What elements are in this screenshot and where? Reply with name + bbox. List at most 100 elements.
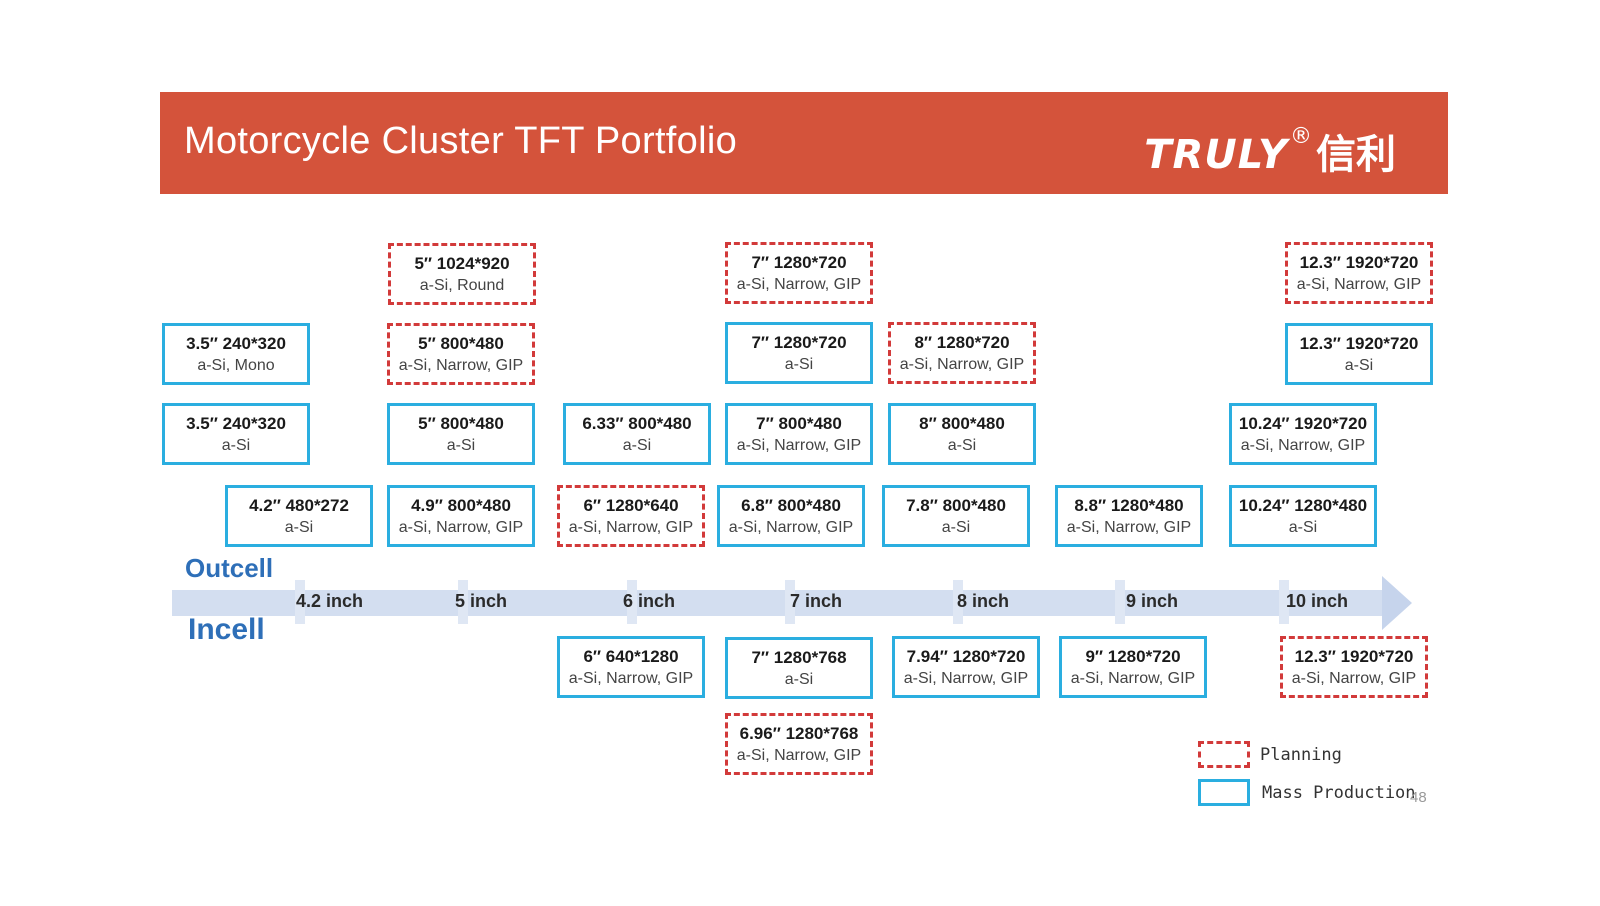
panel-size: 4.9″ 800*480 — [411, 496, 511, 515]
panel-spec: a-Si, Narrow, GIP — [1296, 276, 1422, 293]
axis-label: 5 inch — [455, 591, 508, 611]
panel-size: 6.8″ 800*480 — [741, 496, 841, 515]
panel-size: 5″ 1024*920 — [414, 254, 510, 273]
axis-tick — [458, 580, 468, 624]
panel-spec: a-Si, Round — [419, 277, 505, 294]
panel-spec: a-Si — [1288, 519, 1318, 536]
panel-box: 6.8″ 800*480 a-Si, Narrow, GIP — [717, 485, 865, 547]
panel-box: 7.94″ 1280*720 a-Si, Narrow, GIP — [892, 636, 1040, 698]
axis-label: 8 inch — [957, 591, 1010, 611]
panel-box: 6.33″ 800*480 a-Si — [563, 403, 711, 465]
panel-spec: a-Si, Narrow, GIP — [736, 747, 862, 764]
axis-tick — [785, 580, 795, 624]
panel-size: 6.33″ 800*480 — [582, 414, 692, 433]
legend-mass-label: Mass Production — [1262, 783, 1416, 803]
axis-tick — [1279, 580, 1289, 624]
panel-size: 10.24″ 1280*480 — [1238, 496, 1368, 515]
panel-size: 6.96″ 1280*768 — [739, 724, 859, 743]
brand-chinese-name: 信利 — [1316, 132, 1396, 178]
outcell-section-label: Outcell — [185, 553, 274, 583]
panel-spec: a-Si, Narrow, GIP — [903, 670, 1029, 687]
panel-size: 5″ 800*480 — [418, 414, 504, 433]
axis-tick — [627, 580, 637, 624]
panel-spec: a-Si, Narrow, GIP — [899, 356, 1025, 373]
axis-bar — [172, 590, 1382, 616]
panel-box: 7″ 1280*720 a-Si — [725, 322, 873, 384]
panel-size: 12.3″ 1920*720 — [1299, 334, 1419, 353]
panel-box: 6″ 640*1280 a-Si, Narrow, GIP — [557, 636, 705, 698]
panel-spec: a-Si, Narrow, GIP — [1291, 670, 1417, 687]
panel-box: 5″ 800*480 a-Si, Narrow, GIP — [387, 323, 535, 385]
incell-section-label: Incell — [188, 613, 265, 646]
panel-box: 7″ 1280*720 a-Si, Narrow, GIP — [725, 242, 873, 304]
panel-spec: a-Si — [284, 519, 314, 536]
panel-box: 6.96″ 1280*768 a-Si, Narrow, GIP — [725, 713, 873, 775]
axis-tick — [295, 580, 305, 624]
panel-spec: a-Si — [622, 437, 652, 454]
legend-planning-label: Planning — [1260, 745, 1342, 765]
panel-spec: a-Si, Narrow, GIP — [1240, 437, 1366, 454]
panel-size: 6″ 640*1280 — [583, 647, 679, 666]
panel-box: 10.24″ 1920*720 a-Si, Narrow, GIP — [1229, 403, 1377, 465]
axis-label: 9 inch — [1126, 591, 1179, 611]
axis-label: 4.2 inch — [296, 591, 364, 611]
panel-spec: a-Si — [446, 437, 476, 454]
panel-size: 7″ 1280*720 — [751, 253, 847, 272]
panel-spec: a-Si, Narrow, GIP — [568, 670, 694, 687]
panel-size: 12.3″ 1920*720 — [1294, 647, 1414, 666]
legend-planning-swatch — [1198, 741, 1250, 768]
panel-box: 8″ 800*480 a-Si — [888, 403, 1036, 465]
panel-box: 7″ 1280*768 a-Si — [725, 637, 873, 699]
legend-mass-swatch — [1198, 779, 1250, 806]
panel-size: 7.8″ 800*480 — [906, 496, 1006, 515]
panel-size: 9″ 1280*720 — [1085, 647, 1181, 666]
axis-label: 10 inch — [1286, 591, 1349, 611]
panel-size: 10.24″ 1920*720 — [1238, 414, 1368, 433]
panel-box: 4.9″ 800*480 a-Si, Narrow, GIP — [387, 485, 535, 547]
panel-box: 9″ 1280*720 a-Si, Narrow, GIP — [1059, 636, 1207, 698]
axis-tick — [1115, 580, 1125, 624]
panel-size: 4.2″ 480*272 — [249, 496, 349, 515]
panel-size: 6″ 1280*640 — [583, 496, 679, 515]
panel-spec: a-Si, Narrow, GIP — [1066, 519, 1192, 536]
panel-box: 6″ 1280*640 a-Si, Narrow, GIP — [557, 485, 705, 547]
axis-tick — [953, 580, 963, 624]
panel-spec: a-Si, Mono — [197, 357, 275, 374]
panel-spec: a-Si, Narrow, GIP — [728, 519, 854, 536]
panel-spec: a-Si, Narrow, GIP — [736, 276, 862, 293]
panel-size: 5″ 800*480 — [418, 334, 504, 353]
panel-size: 7″ 1280*720 — [751, 333, 847, 352]
panel-spec: a-Si, Narrow, GIP — [398, 519, 524, 536]
panel-size: 8.8″ 1280*480 — [1074, 496, 1184, 515]
panel-box: 12.3″ 1920*720 a-Si, Narrow, GIP — [1280, 636, 1428, 698]
panel-box: 5″ 1024*920 a-Si, Round — [388, 243, 536, 305]
panel-spec: a-Si, Narrow, GIP — [736, 437, 862, 454]
page-number: 48 — [1410, 789, 1427, 806]
panel-box: 3.5″ 240*320 a-Si, Mono — [162, 323, 310, 385]
axis-arrowhead — [1382, 576, 1412, 630]
panel-size: 8″ 800*480 — [919, 414, 1005, 433]
panel-size: 7″ 800*480 — [756, 414, 842, 433]
panel-spec: a-Si — [941, 519, 971, 536]
panel-spec: a-Si, Narrow, GIP — [1070, 670, 1196, 687]
panel-size: 3.5″ 240*320 — [186, 334, 286, 353]
panel-spec: a-Si — [784, 671, 814, 688]
panel-box: 4.2″ 480*272 a-Si — [225, 485, 373, 547]
panel-spec: a-Si — [784, 356, 814, 373]
panel-box: 7″ 800*480 a-Si, Narrow, GIP — [725, 403, 873, 465]
panel-spec: a-Si, Narrow, GIP — [568, 519, 694, 536]
panel-spec: a-Si — [947, 437, 977, 454]
axis-label: 6 inch — [623, 591, 676, 611]
panel-spec: a-Si, Narrow, GIP — [398, 357, 524, 374]
panel-size: 7.94″ 1280*720 — [906, 647, 1026, 666]
size-axis-arrow — [172, 576, 1412, 630]
panel-size: 7″ 1280*768 — [751, 648, 847, 667]
panel-size: 8″ 1280*720 — [914, 333, 1010, 352]
panel-box: 5″ 800*480 a-Si — [387, 403, 535, 465]
panel-spec: a-Si — [221, 437, 251, 454]
panel-box: 8″ 1280*720 a-Si, Narrow, GIP — [888, 322, 1036, 384]
registered-mark: ® — [1290, 124, 1312, 149]
